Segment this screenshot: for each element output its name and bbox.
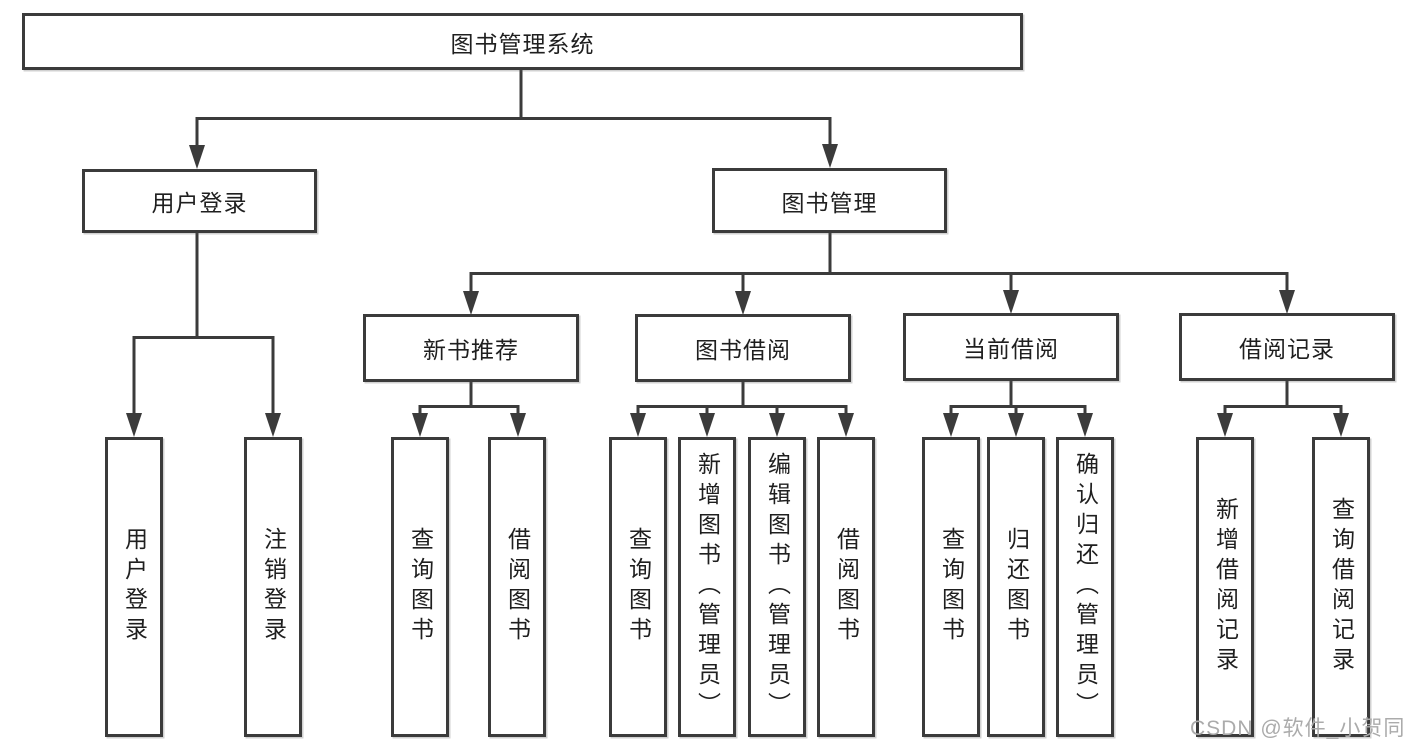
arrowhead-to-borrow-records bbox=[1279, 290, 1295, 314]
leaf-nbr-borrow-book: 借阅图书 bbox=[488, 437, 546, 737]
leaf-cb-query-book-label: 查询图书 bbox=[938, 527, 965, 647]
arrowhead-to-leaf-logout bbox=[265, 413, 281, 437]
node-root: 图书管理系统 bbox=[22, 13, 1023, 70]
arrowhead-to-leaf-user-login bbox=[126, 413, 142, 437]
arrowhead-bb-leaf-1 bbox=[630, 413, 646, 437]
connector-new-book-rec-lines bbox=[418, 382, 520, 416]
connector-new-book-rec-to-leaves bbox=[412, 382, 526, 437]
leaf-cb-confirm-return-admin: 确认归还（管理员） bbox=[1056, 437, 1114, 737]
leaf-nbr-borrow-book-label: 借阅图书 bbox=[504, 527, 531, 647]
leaf-bb-query-book-label: 查询图书 bbox=[625, 527, 652, 647]
arrowhead-to-book-mgmt bbox=[822, 144, 838, 168]
node-book-borrow: 图书借阅 bbox=[635, 314, 851, 382]
leaf-logout-label: 注销登录 bbox=[260, 527, 287, 647]
leaf-bb-borrow-book: 借阅图书 bbox=[817, 437, 875, 737]
leaf-nbr-query-book-label: 查询图书 bbox=[407, 527, 434, 647]
connector-book-borrow-to-leaves bbox=[630, 382, 854, 437]
node-book-borrow-label: 图书借阅 bbox=[695, 337, 791, 363]
node-root-label: 图书管理系统 bbox=[450, 30, 595, 57]
node-borrow-records-label: 借阅记录 bbox=[1239, 336, 1335, 362]
arrowhead-br-leaf-1 bbox=[1217, 413, 1233, 437]
node-current-borrow-label: 当前借阅 bbox=[963, 336, 1059, 362]
leaf-nbr-query-book: 查询图书 bbox=[391, 437, 449, 737]
arrowhead-cb-leaf-2 bbox=[1008, 413, 1024, 437]
arrowhead-to-current-borrow bbox=[1003, 290, 1019, 314]
leaf-logout: 注销登录 bbox=[244, 437, 302, 737]
leaf-bb-edit-book-admin-label: 编辑图书（管理员） bbox=[764, 452, 791, 722]
node-user-login-label: 用户登录 bbox=[151, 190, 248, 216]
leaf-br-add-record-label: 新增借阅记录 bbox=[1212, 497, 1239, 677]
leaf-bb-query-book: 查询图书 bbox=[609, 437, 667, 737]
connector-book-borrow-lines bbox=[636, 382, 848, 416]
csdn-watermark: CSDN @软件_小贺同学 bbox=[1190, 717, 1405, 740]
leaf-br-query-record: 查询借阅记录 bbox=[1312, 437, 1370, 737]
arrowhead-cb-leaf-1 bbox=[943, 413, 959, 437]
leaf-cb-query-book: 查询图书 bbox=[922, 437, 980, 737]
leaf-bb-add-book-admin-label: 新增图书（管理员） bbox=[694, 452, 721, 722]
connector-borrow-records-lines bbox=[1223, 381, 1343, 416]
node-book-mgmt: 图书管理 bbox=[712, 168, 947, 233]
connector-user-login-to-leaves bbox=[126, 233, 281, 437]
connector-current-borrow-lines bbox=[949, 381, 1087, 416]
arrowhead-nbr-leaf-1 bbox=[412, 413, 428, 437]
leaf-cb-confirm-return-admin-label: 确认归还（管理员） bbox=[1072, 452, 1099, 722]
connector-root-to-level2 bbox=[189, 70, 838, 169]
arrowhead-nbr-leaf-2 bbox=[510, 413, 526, 437]
leaf-cb-return-book-label: 归还图书 bbox=[1003, 527, 1030, 647]
node-new-book-rec: 新书推荐 bbox=[363, 314, 579, 382]
arrowhead-to-new-book-rec bbox=[463, 291, 479, 315]
leaf-cb-return-book: 归还图书 bbox=[987, 437, 1045, 737]
leaf-bb-borrow-book-label: 借阅图书 bbox=[833, 527, 860, 647]
node-user-login: 用户登录 bbox=[82, 169, 317, 233]
connector-user-login-lines bbox=[132, 233, 275, 416]
arrowhead-bb-leaf-4 bbox=[838, 413, 854, 437]
node-new-book-rec-label: 新书推荐 bbox=[423, 337, 519, 363]
arrowhead-to-user-login bbox=[189, 145, 205, 169]
leaf-br-add-record: 新增借阅记录 bbox=[1196, 437, 1254, 737]
connector-borrow-records-to-leaves bbox=[1217, 381, 1349, 437]
node-current-borrow: 当前借阅 bbox=[903, 313, 1119, 381]
connector-book-mgmt-lines bbox=[469, 233, 1289, 293]
arrowhead-bb-leaf-3 bbox=[769, 413, 785, 437]
node-borrow-records: 借阅记录 bbox=[1179, 313, 1395, 381]
leaf-br-query-record-label: 查询借阅记录 bbox=[1328, 497, 1355, 677]
arrowhead-to-book-borrow bbox=[735, 291, 751, 315]
connector-root-lines bbox=[195, 70, 832, 148]
connector-book-mgmt-to-level3 bbox=[463, 233, 1295, 315]
leaf-user-login: 用户登录 bbox=[105, 437, 163, 737]
arrowhead-br-leaf-2 bbox=[1333, 413, 1349, 437]
node-book-mgmt-label: 图书管理 bbox=[781, 189, 878, 216]
arrowhead-cb-leaf-3 bbox=[1077, 413, 1093, 437]
leaf-user-login-label: 用户登录 bbox=[121, 527, 148, 647]
connector-current-borrow-to-leaves bbox=[943, 381, 1093, 437]
leaf-bb-add-book-admin: 新增图书（管理员） bbox=[678, 437, 736, 737]
arrowhead-bb-leaf-2 bbox=[699, 413, 715, 437]
leaf-bb-edit-book-admin: 编辑图书（管理员） bbox=[748, 437, 806, 737]
